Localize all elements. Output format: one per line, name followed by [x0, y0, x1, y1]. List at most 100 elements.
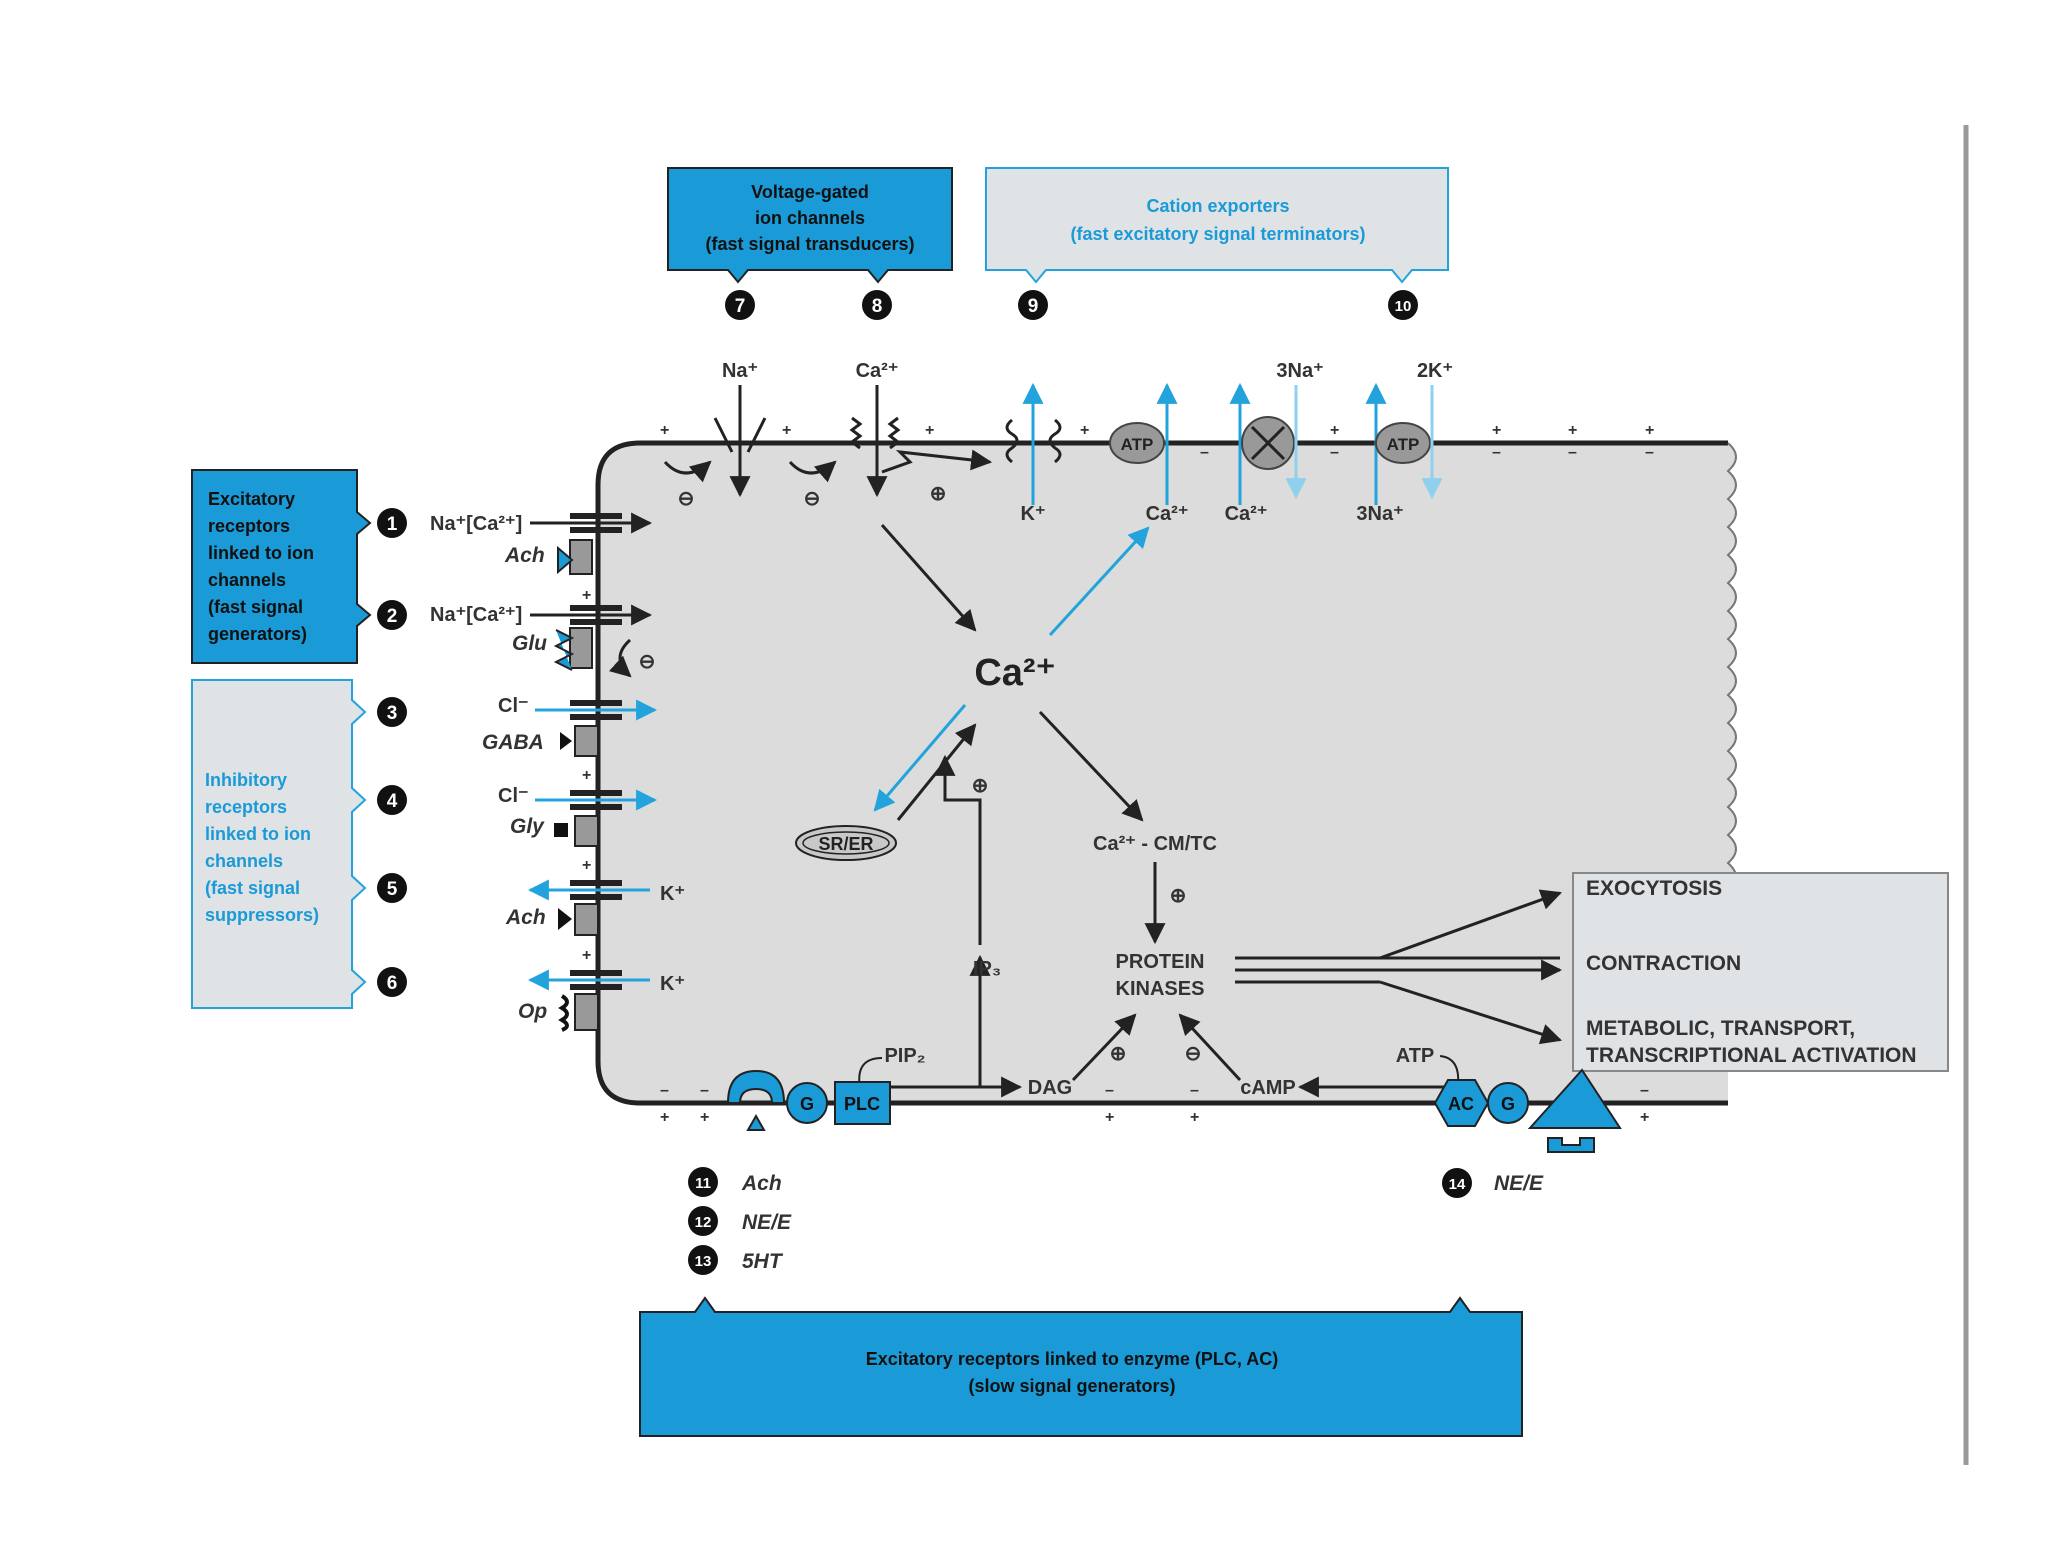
- voltage-gated-box: Voltage-gated ion channels (fast signal …: [667, 167, 953, 284]
- ip3-plus: ⊕: [972, 775, 989, 797]
- svg-text:Ach: Ach: [505, 906, 546, 929]
- ip3-label: IP₃: [973, 958, 1001, 980]
- svg-text:⊖: ⊖: [804, 488, 821, 510]
- cation-exporters-line-1: Cation exporters: [1146, 196, 1289, 216]
- svg-text:⊖: ⊖: [639, 651, 656, 673]
- svg-text:5HT: 5HT: [742, 1250, 784, 1273]
- svg-text:Op: Op: [518, 1000, 547, 1023]
- svg-text:3Na⁺: 3Na⁺: [1356, 503, 1403, 525]
- svg-text:–: –: [1492, 444, 1501, 461]
- svg-text:–: –: [1640, 1082, 1649, 1099]
- svg-text:(fast signal: (fast signal: [208, 597, 303, 617]
- svg-text:+: +: [1568, 422, 1577, 439]
- number-badge-11: 11: [688, 1167, 718, 1197]
- ca-atp-pump: ATP Ca²⁺: [1109, 382, 1189, 525]
- svg-text:–: –: [1200, 444, 1209, 461]
- receptor-1-nach: Na⁺[Ca²⁺] Ach: [430, 512, 653, 575]
- number-badge-4: 4: [377, 785, 407, 815]
- na-voltage-channel: Na⁺ ⊖: [663, 360, 767, 510]
- svg-text:K⁺: K⁺: [660, 883, 685, 905]
- number-badge-3: 3: [377, 697, 407, 727]
- receptor-6-op: K⁺ Op: [518, 969, 685, 1032]
- left-membrane: [595, 440, 641, 1106]
- number-badge-6: 6: [377, 967, 407, 997]
- svg-text:Na⁺: Na⁺: [722, 360, 758, 382]
- pip2-label: PIP₂: [884, 1045, 925, 1067]
- number-badge-7: 7: [725, 290, 755, 320]
- svg-text:PROTEIN: PROTEIN: [1116, 951, 1205, 973]
- receptor-4-gly: Cl⁻ Gly: [498, 785, 658, 847]
- camp-minus: ⊖: [1185, 1043, 1202, 1065]
- output-arrows: [1235, 889, 1563, 1045]
- ca-cmtc-label: Ca²⁺ - CM/TC: [1093, 833, 1217, 855]
- svg-text:–: –: [1568, 444, 1577, 461]
- cation-exporters-box: Cation exporters (fast excitatory signal…: [985, 167, 1449, 284]
- svg-text:receptors: receptors: [205, 797, 287, 817]
- svg-text:5: 5: [387, 879, 398, 900]
- svg-text:+: +: [700, 1109, 709, 1126]
- gpcr-plc-complex: G PLC: [726, 1069, 891, 1131]
- svg-text:generators): generators): [208, 624, 307, 644]
- svg-text:ATP: ATP: [1121, 435, 1154, 454]
- gpcr-ac-complex: AC G: [1433, 1068, 1622, 1153]
- svg-text:+: +: [660, 422, 669, 439]
- arrow-ca-to-sr: [873, 704, 967, 812]
- cmtc-plus: ⊕: [1170, 885, 1187, 907]
- na-ca-exchanger: 3Na⁺ Ca²⁺: [1225, 360, 1324, 525]
- svg-text:13: 13: [695, 1253, 712, 1270]
- svg-text:⊕: ⊕: [930, 483, 947, 505]
- svg-text:SR/ER: SR/ER: [818, 834, 873, 854]
- receptor-5-ach: K⁺ Ach: [505, 879, 685, 936]
- arrow-dag-to-kinases: [1071, 1013, 1137, 1082]
- svg-text:linked to ion: linked to ion: [205, 824, 311, 844]
- svg-text:–: –: [1330, 444, 1339, 461]
- svg-text:(fast signal: (fast signal: [205, 878, 300, 898]
- number-badge-1: 1: [377, 508, 407, 538]
- svg-text:+: +: [660, 1109, 669, 1126]
- cation-exporters-line-2: (fast excitatory signal terminators): [1070, 224, 1365, 244]
- svg-text:Glu: Glu: [512, 632, 547, 655]
- svg-text:NE/E: NE/E: [742, 1211, 792, 1234]
- svg-text:+: +: [1645, 422, 1654, 439]
- na-k-atpase: ATP 2K⁺ 3Na⁺: [1356, 360, 1453, 525]
- dag-label: DAG: [1028, 1077, 1072, 1099]
- output-transcriptional: TRANSCRIPTIONAL ACTIVATION: [1586, 1044, 1917, 1067]
- svg-text:8: 8: [872, 296, 883, 317]
- svg-text:3Na⁺: 3Na⁺: [1276, 360, 1323, 382]
- svg-text:Excitatory receptors linked to: Excitatory receptors linked to enzyme (P…: [866, 1349, 1278, 1369]
- cell-body: [598, 443, 1736, 1103]
- right-wavy-membrane: [1726, 442, 1737, 936]
- output-metabolic: METABOLIC, TRANSPORT,: [1586, 1017, 1855, 1040]
- svg-text:2: 2: [387, 606, 398, 627]
- arrow-channels-to-ca: [880, 524, 977, 632]
- excitatory-receptors-box: Excitatory receptors linked to ion chann…: [191, 469, 372, 664]
- svg-text:Cl⁻: Cl⁻: [498, 785, 529, 807]
- number-badge-2: 2: [377, 600, 407, 630]
- dag-plus: ⊕: [1110, 1043, 1127, 1065]
- svg-text:4: 4: [387, 791, 398, 812]
- number-badges: 7 8 9 10 1 2 3 4 5 6 11 12 13 14: [377, 290, 1472, 1275]
- svg-text:–: –: [1105, 1082, 1114, 1099]
- svg-text:7: 7: [735, 296, 746, 317]
- svg-text:ATP: ATP: [1387, 435, 1420, 454]
- inhibitory-receptors-box: Inhibitory receptors linked to ion chann…: [191, 679, 367, 1009]
- svg-text:Ca²⁺: Ca²⁺: [974, 652, 1055, 694]
- number-badge-10: 10: [1388, 290, 1418, 320]
- protein-kinases: PROTEIN KINASES: [1116, 951, 1205, 1000]
- ca-center: Ca²⁺: [974, 652, 1055, 694]
- svg-text:channels: channels: [208, 570, 286, 590]
- number-badge-14: 14: [1442, 1168, 1472, 1198]
- svg-text:K⁺: K⁺: [1021, 503, 1046, 525]
- svg-text:Ca²⁺: Ca²⁺: [1146, 503, 1189, 525]
- k-channel: K⁺: [1005, 382, 1062, 525]
- sr-er-organelle: SR/ER: [795, 825, 897, 861]
- svg-text:2K⁺: 2K⁺: [1417, 360, 1453, 382]
- svg-text:GABA: GABA: [482, 731, 544, 754]
- enzyme-receptors-box: Excitatory receptors linked to enzyme (P…: [639, 1296, 1523, 1437]
- number-badge-13: 13: [688, 1245, 718, 1275]
- svg-text:+: +: [582, 947, 591, 964]
- svg-text:+: +: [1330, 422, 1339, 439]
- svg-text:Na⁺[Ca²⁺]: Na⁺[Ca²⁺]: [430, 604, 522, 626]
- svg-text:–: –: [1645, 444, 1654, 461]
- output-exocytosis: EXOCYTOSIS: [1586, 877, 1722, 900]
